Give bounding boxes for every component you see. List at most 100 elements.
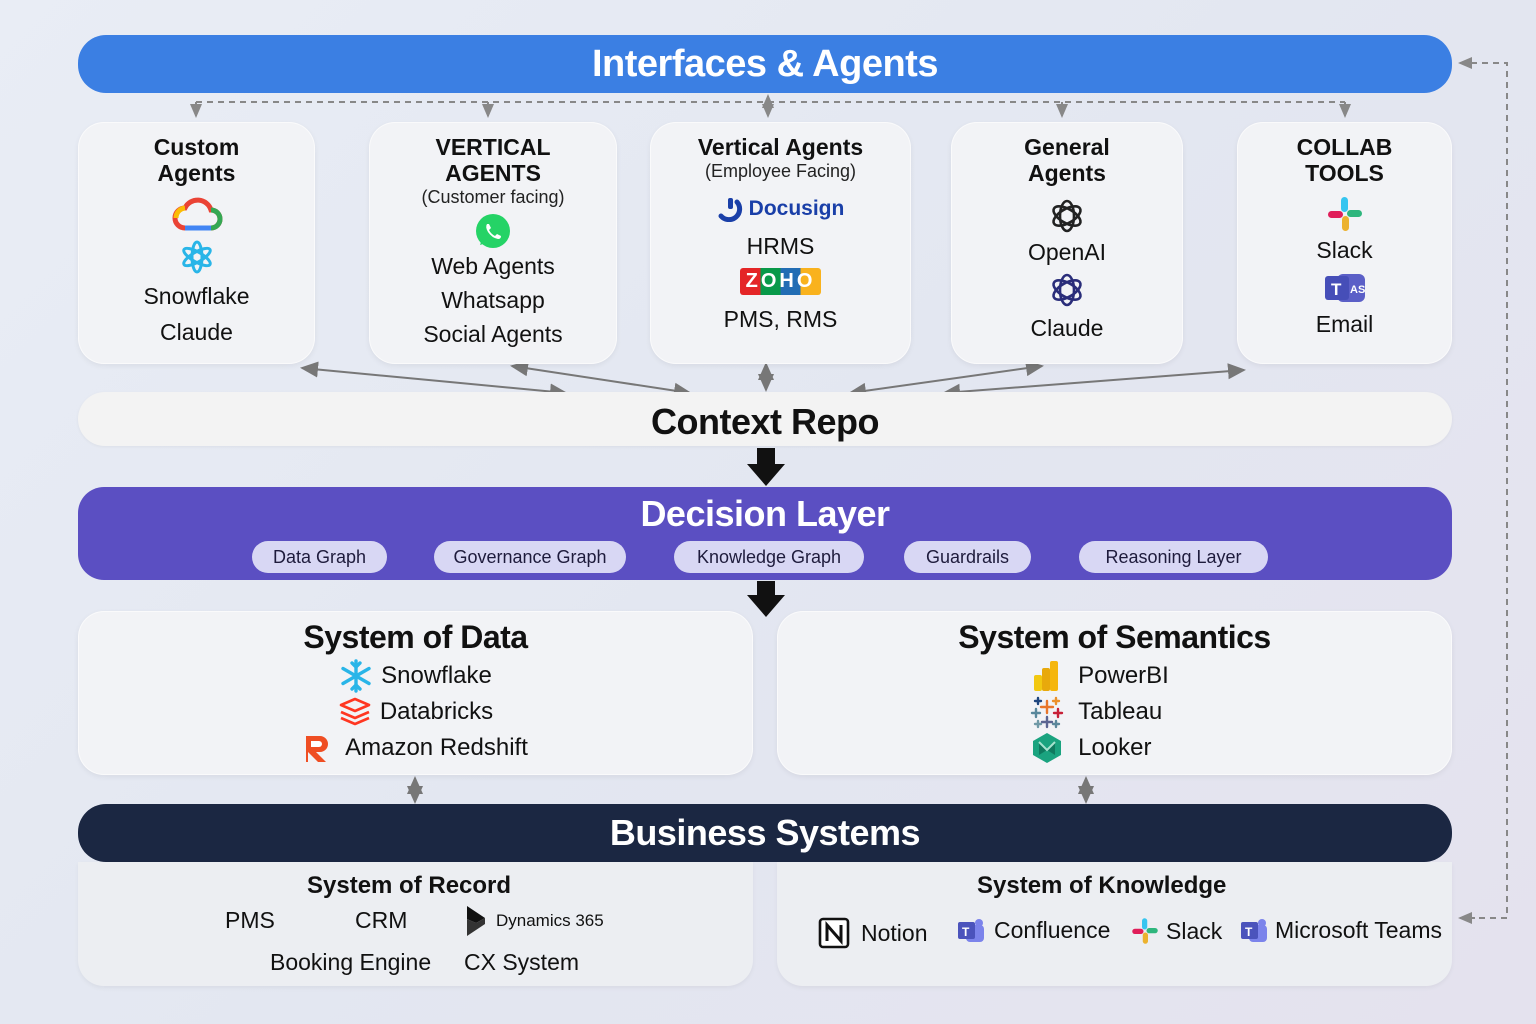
context-repo-bar: Context Repo [78,392,1452,446]
card-title: General Agents [1024,134,1110,186]
sok-item-slack: Slack [1130,916,1222,946]
svg-text:T: T [1245,925,1253,939]
card-title: COLLAB TOOLS [1296,134,1393,186]
teams-icon: T [958,919,984,942]
sor-item-cx-system: CX System [464,949,580,975]
looker-icon [1033,733,1062,763]
slack-icon [1325,194,1365,234]
pill-guardrails: Guardrails [904,541,1031,573]
sor-item-dynamics: Dynamics 365 [464,904,604,938]
docusign-icon [718,198,742,222]
business-systems-title: Business Systems [609,812,921,853]
tableau-icon [1030,696,1064,729]
card-item: PMS, RMS [723,306,838,332]
sod-item-redshift: Amazon Redshift [303,730,528,766]
card-subtitle: (Customer facing) [421,187,565,207]
docusign-label: Docusign [748,197,845,220]
system-of-semantics-title: System of Semantics [958,619,1271,655]
system-of-knowledge-title: System of Knowledge [977,872,1227,899]
card-item: Snowflake [143,283,250,309]
system-of-record-title: System of Record [307,872,512,899]
teams-icon: T AS [1323,270,1367,306]
sos-item-looker: Looker [1030,730,1152,766]
svg-text:AS: AS [1350,284,1365,296]
card-item: Web Agents [431,253,555,279]
interfaces-agents-bar: Interfaces & Agents [78,35,1452,93]
pill-data-graph: Data Graph [252,541,387,573]
card-item: Whatsapp [441,287,545,313]
item-label: Tableau [1078,698,1163,725]
sos-item-tableau: Tableau [1030,694,1162,730]
openai-icon [1047,196,1087,236]
pill-knowledge-graph: Knowledge Graph [674,541,864,573]
zoho-icon: ZOHO [739,268,822,295]
system-of-data-title: System of Data [303,619,528,655]
teams-icon: T [1241,919,1267,942]
system-of-data-card: System of Data Snowflake Databricks Amaz… [78,611,753,775]
sor-item-pms: PMS [225,907,275,933]
context-repo-title: Context Repo [651,401,880,442]
databricks-icon [339,697,371,726]
sos-item-powerbi: PowerBI [1030,658,1169,694]
dynamics-icon [467,906,485,936]
sod-item-snowflake: Snowflake [339,658,492,694]
item-label: Dynamics 365 [496,911,604,930]
sok-item-confluence: T Confluence [956,916,1110,944]
card-item: OpenAI [1028,239,1106,265]
sor-item-booking-engine: Booking Engine [270,949,432,975]
decision-layer-bar: Decision Layer Data Graph Governance Gra… [78,487,1452,580]
feedback-loop-line [1458,57,1508,924]
item-label: Notion [861,919,928,946]
custom-agents-card: Custom Agents Snowflake Claude [78,122,315,364]
snowflake-icon [178,238,216,276]
item-label: Looker [1078,734,1152,761]
business-systems-bar: Business Systems [78,804,1452,862]
notion-icon [818,917,850,949]
card-item: Claude [160,319,233,345]
item-label: PowerBI [1078,662,1169,689]
card-title: VERTICAL AGENTS [435,134,551,186]
svg-text:T: T [962,925,970,939]
sor-item-crm: CRM [355,907,408,933]
card-title: Custom Agents [153,134,240,186]
item-label: Amazon Redshift [345,734,528,761]
openai-icon [1047,270,1087,310]
google-cloud-icon [171,194,223,234]
context-connectors [300,360,1246,400]
powerbi-icon [1034,661,1059,691]
interfaces-agents-title: Interfaces & Agents [592,42,938,85]
card-item: Email [1315,311,1374,337]
collab-tools-card: COLLAB TOOLS Slack T AS Email [1237,122,1452,364]
vertical-agents-customer-card: VERTICAL AGENTS (Customer facing) Web Ag… [369,122,617,364]
pill-governance-graph: Governance Graph [434,541,626,573]
pill-reasoning-layer: Reasoning Layer [1079,541,1268,573]
vertical-agents-employee-card: Vertical Agents (Employee Facing) Docusi… [650,122,911,364]
card-title: Vertical Agents [697,134,864,160]
system-of-knowledge-card: System of Knowledge Notion T Confluence … [777,862,1452,986]
redshift-icon [306,736,329,762]
svg-text:T: T [1331,280,1342,299]
snowflake-icon [341,659,371,693]
card-item: HRMS [746,233,815,259]
sok-item-notion: Notion [817,916,927,950]
item-label: Microsoft Teams [1275,916,1443,943]
system-of-record-card: System of Record PMS CRM Dynamics 365 Bo… [78,862,753,986]
slack-icon [1132,918,1158,944]
card-item: Claude [1030,315,1104,341]
zoho-label: ZOHO [739,268,822,295]
sod-item-databricks: Databricks [338,694,493,730]
item-label: Slack [1166,917,1223,944]
item-label: Snowflake [381,662,492,689]
system-of-semantics-card: System of Semantics PowerBI [777,611,1452,775]
business-connectors [407,776,1094,804]
header-distribution-lines [190,94,1351,118]
docusign-logo: Docusign [717,196,845,222]
item-label: Databricks [379,698,494,725]
card-item: Social Agents [423,321,563,347]
whatsapp-icon [474,212,512,250]
general-agents-card: General Agents OpenAI Claude [951,122,1183,364]
sok-item-microsoft-teams: T Microsoft Teams [1239,916,1442,944]
card-subtitle: (Employee Facing) [704,161,857,181]
item-label: Confluence [994,916,1111,943]
decision-layer-title: Decision Layer [640,493,890,534]
